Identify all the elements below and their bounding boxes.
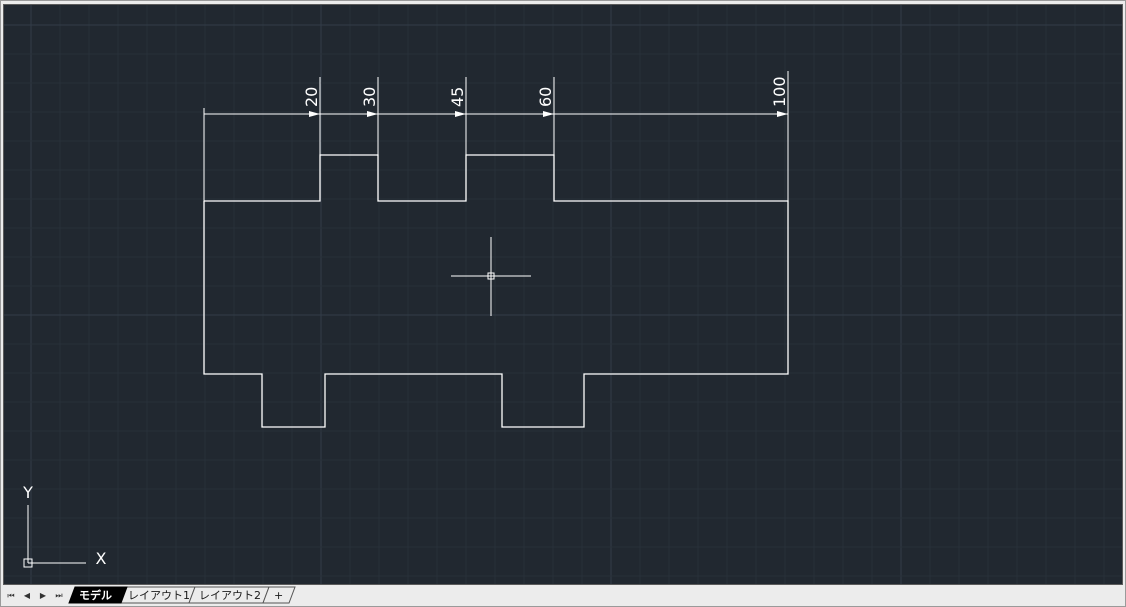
dimension-extension-lines [203,71,789,201]
dimension-label-60: 60 [536,87,555,107]
prev-tab-button[interactable]: ◀ [23,591,31,600]
tab-layout1[interactable]: レイアウト1 [128,589,190,602]
layout-tabbar: ⏮ ◀ ▶ ⏭ モデル レイアウト1 レイアウト2 + [3,586,1123,606]
arrowhead-30 [367,111,378,117]
dimension-label-20: 20 [302,87,321,107]
dimension-label-30: 30 [360,87,379,107]
next-tab-button[interactable]: ▶ [39,591,47,600]
ucs-x-label: X [96,549,107,568]
drawing-canvas[interactable]: 20 30 45 60 100 Y X [3,4,1123,585]
arrowhead-100 [777,111,788,117]
crosshair-cursor-icon [451,237,531,316]
dimension-labels: 20 30 45 60 100 [302,76,789,107]
last-tab-button[interactable]: ⏭ [55,591,63,600]
arrowhead-45 [455,111,466,117]
arrowhead-20 [309,111,320,117]
tab-shape-model-active [68,586,128,604]
tab-model[interactable]: モデル [79,589,112,602]
dimension-label-100: 100 [770,76,789,107]
grid [4,5,1122,584]
drawing-svg[interactable]: 20 30 45 60 100 Y X [4,5,1123,585]
part-outline[interactable] [203,154,789,428]
arrowhead-60 [543,111,554,117]
tab-shape-add [262,586,296,604]
dimension-label-45: 45 [448,87,467,107]
ucs-y-label: Y [22,483,33,502]
first-tab-button[interactable]: ⏮ [7,591,15,600]
tab-shapes [68,586,296,604]
add-layout-tab-button[interactable]: + [274,589,284,602]
tab-layout2[interactable]: レイアウト2 [199,589,261,602]
dimension-arrowheads [309,111,788,117]
ucs-icon [23,505,86,568]
